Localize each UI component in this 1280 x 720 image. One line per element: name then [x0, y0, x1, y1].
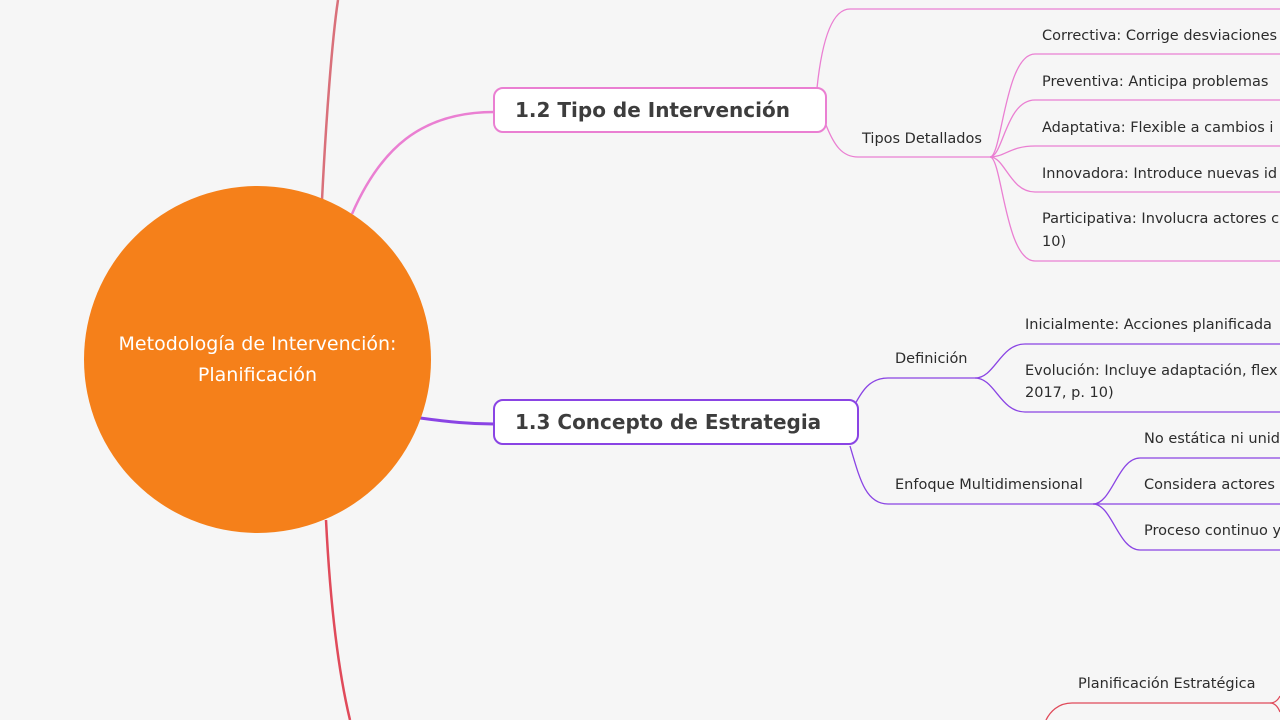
connector-item-innovadora [989, 156, 1280, 193]
connector-root-bottom [324, 519, 352, 720]
connector-concepto-definicion [851, 377, 975, 411]
connector-item-correctiva [989, 53, 1280, 158]
connector-enf-item-1 [1092, 457, 1280, 505]
connector-concepto-enfoque [849, 445, 1093, 505]
item-evolucion-continued: 2017, p. 10) [1025, 385, 1114, 401]
topic-tipo-intervencion-label: 1.2 Tipo de Intervención [515, 98, 790, 122]
item-preventiva[interactable]: Preventiva: Anticipa problemas [1042, 74, 1269, 90]
connector-item-participativa [989, 156, 1280, 262]
topic-concepto-estrategia-label: 1.3 Concepto de Estrategia [515, 410, 822, 434]
connector-plan-in [1045, 702, 1073, 720]
connector-def-item-1 [974, 343, 1280, 379]
subtopic-enfoque-multidimensional[interactable]: Enfoque Multidimensional [895, 477, 1083, 493]
connector-root-top [320, 0, 340, 201]
subtopic-planificacion-estrategica[interactable]: Planificación Estratégica [1078, 676, 1256, 692]
connector-plan-out-2 [1269, 702, 1280, 713]
subtopic-definicion[interactable]: Definición [895, 351, 968, 367]
root-node[interactable]: Metodología de Intervención: Planificaci… [84, 186, 431, 533]
connector-tipo-top [816, 8, 1280, 89]
item-no-estatica[interactable]: No estática ni unid [1144, 431, 1280, 447]
topic-tipo-intervencion[interactable]: 1.2 Tipo de Intervención [493, 87, 827, 133]
connector-tipo-group [825, 124, 990, 158]
item-participativa-continued: 10) [1042, 234, 1067, 250]
item-adaptativa[interactable]: Adaptativa: Flexible a cambios i [1042, 120, 1274, 136]
connector-item-adaptativa [989, 145, 1280, 158]
connector-def-item-2 [974, 377, 1280, 413]
connector-root-tipo [350, 110, 495, 215]
subtopic-tipos-detallados[interactable]: Tipos Detallados [862, 131, 982, 147]
item-evolucion[interactable]: Evolución: Incluye adaptación, flex [1025, 363, 1278, 379]
item-participativa[interactable]: Participativa: Involucra actores c [1042, 211, 1280, 227]
item-inicialmente[interactable]: Inicialmente: Acciones planificada [1025, 317, 1272, 333]
item-correctiva[interactable]: Correctiva: Corrige desviaciones [1042, 28, 1278, 44]
connector-item-preventiva [989, 99, 1280, 158]
item-innovadora[interactable]: Innovadora: Introduce nuevas id [1042, 166, 1278, 182]
root-node-label: Metodología de Intervención: Planificaci… [118, 332, 397, 386]
topic-concepto-estrategia[interactable]: 1.3 Concepto de Estrategia [493, 399, 859, 445]
item-proceso-continuo[interactable]: Proceso continuo y [1144, 523, 1280, 539]
connector-enf-item-3 [1092, 503, 1280, 551]
connector-root-concepto [419, 416, 495, 426]
item-considera-actores[interactable]: Considera actores [1144, 477, 1275, 493]
connector-plan-out-1 [1269, 695, 1280, 704]
